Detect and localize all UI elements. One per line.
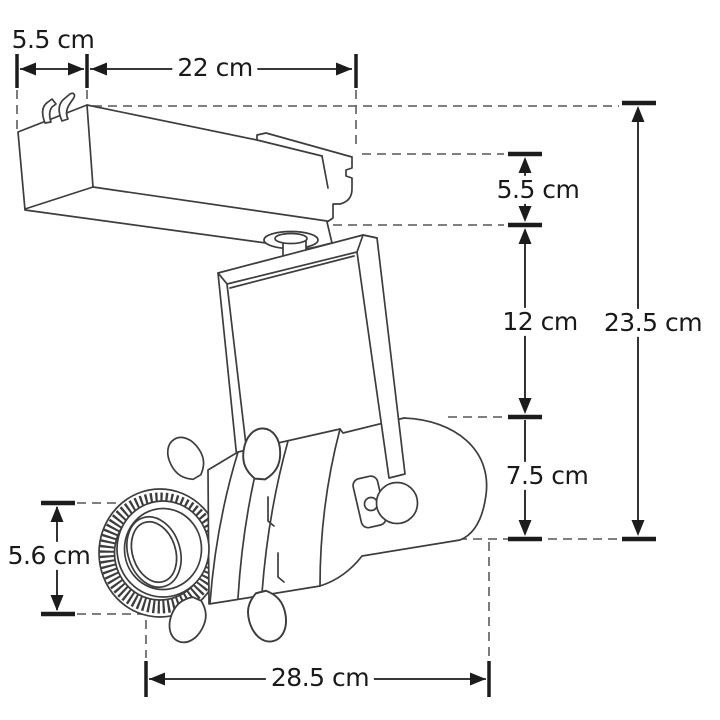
dim-label-housing-height: 5.5 cm	[491, 175, 585, 205]
track-contact-clip-icon	[58, 92, 76, 122]
yoke-left-arm	[217, 272, 249, 463]
dim-label-housing-to-barrel-gap: 12 cm	[497, 307, 583, 337]
yoke-bracket	[217, 234, 378, 463]
yoke-right-arm	[352, 234, 419, 529]
track-contact-clip-icon	[41, 98, 57, 124]
dashed-reference-lines	[16, 90, 654, 658]
dim-label-barrel-height: 7.5 cm	[500, 461, 594, 491]
dim-label-overall-length: 28.5 cm	[265, 663, 375, 693]
housing-outline	[17, 104, 353, 251]
dim-label-lens-diameter: 5.6 cm	[2, 541, 96, 571]
dim-label-adapter-width: 5.5 cm	[6, 25, 100, 55]
lens-opening	[126, 515, 182, 589]
dim-label-housing-length: 22 cm	[172, 53, 258, 83]
pivot-disc	[375, 481, 419, 525]
lens-assembly	[116, 500, 210, 598]
track-adapter-housing	[17, 92, 353, 260]
wing-screw	[159, 430, 212, 487]
pivot-screw	[363, 496, 379, 512]
dim-label-overall-height: 23.5 cm	[598, 308, 708, 338]
